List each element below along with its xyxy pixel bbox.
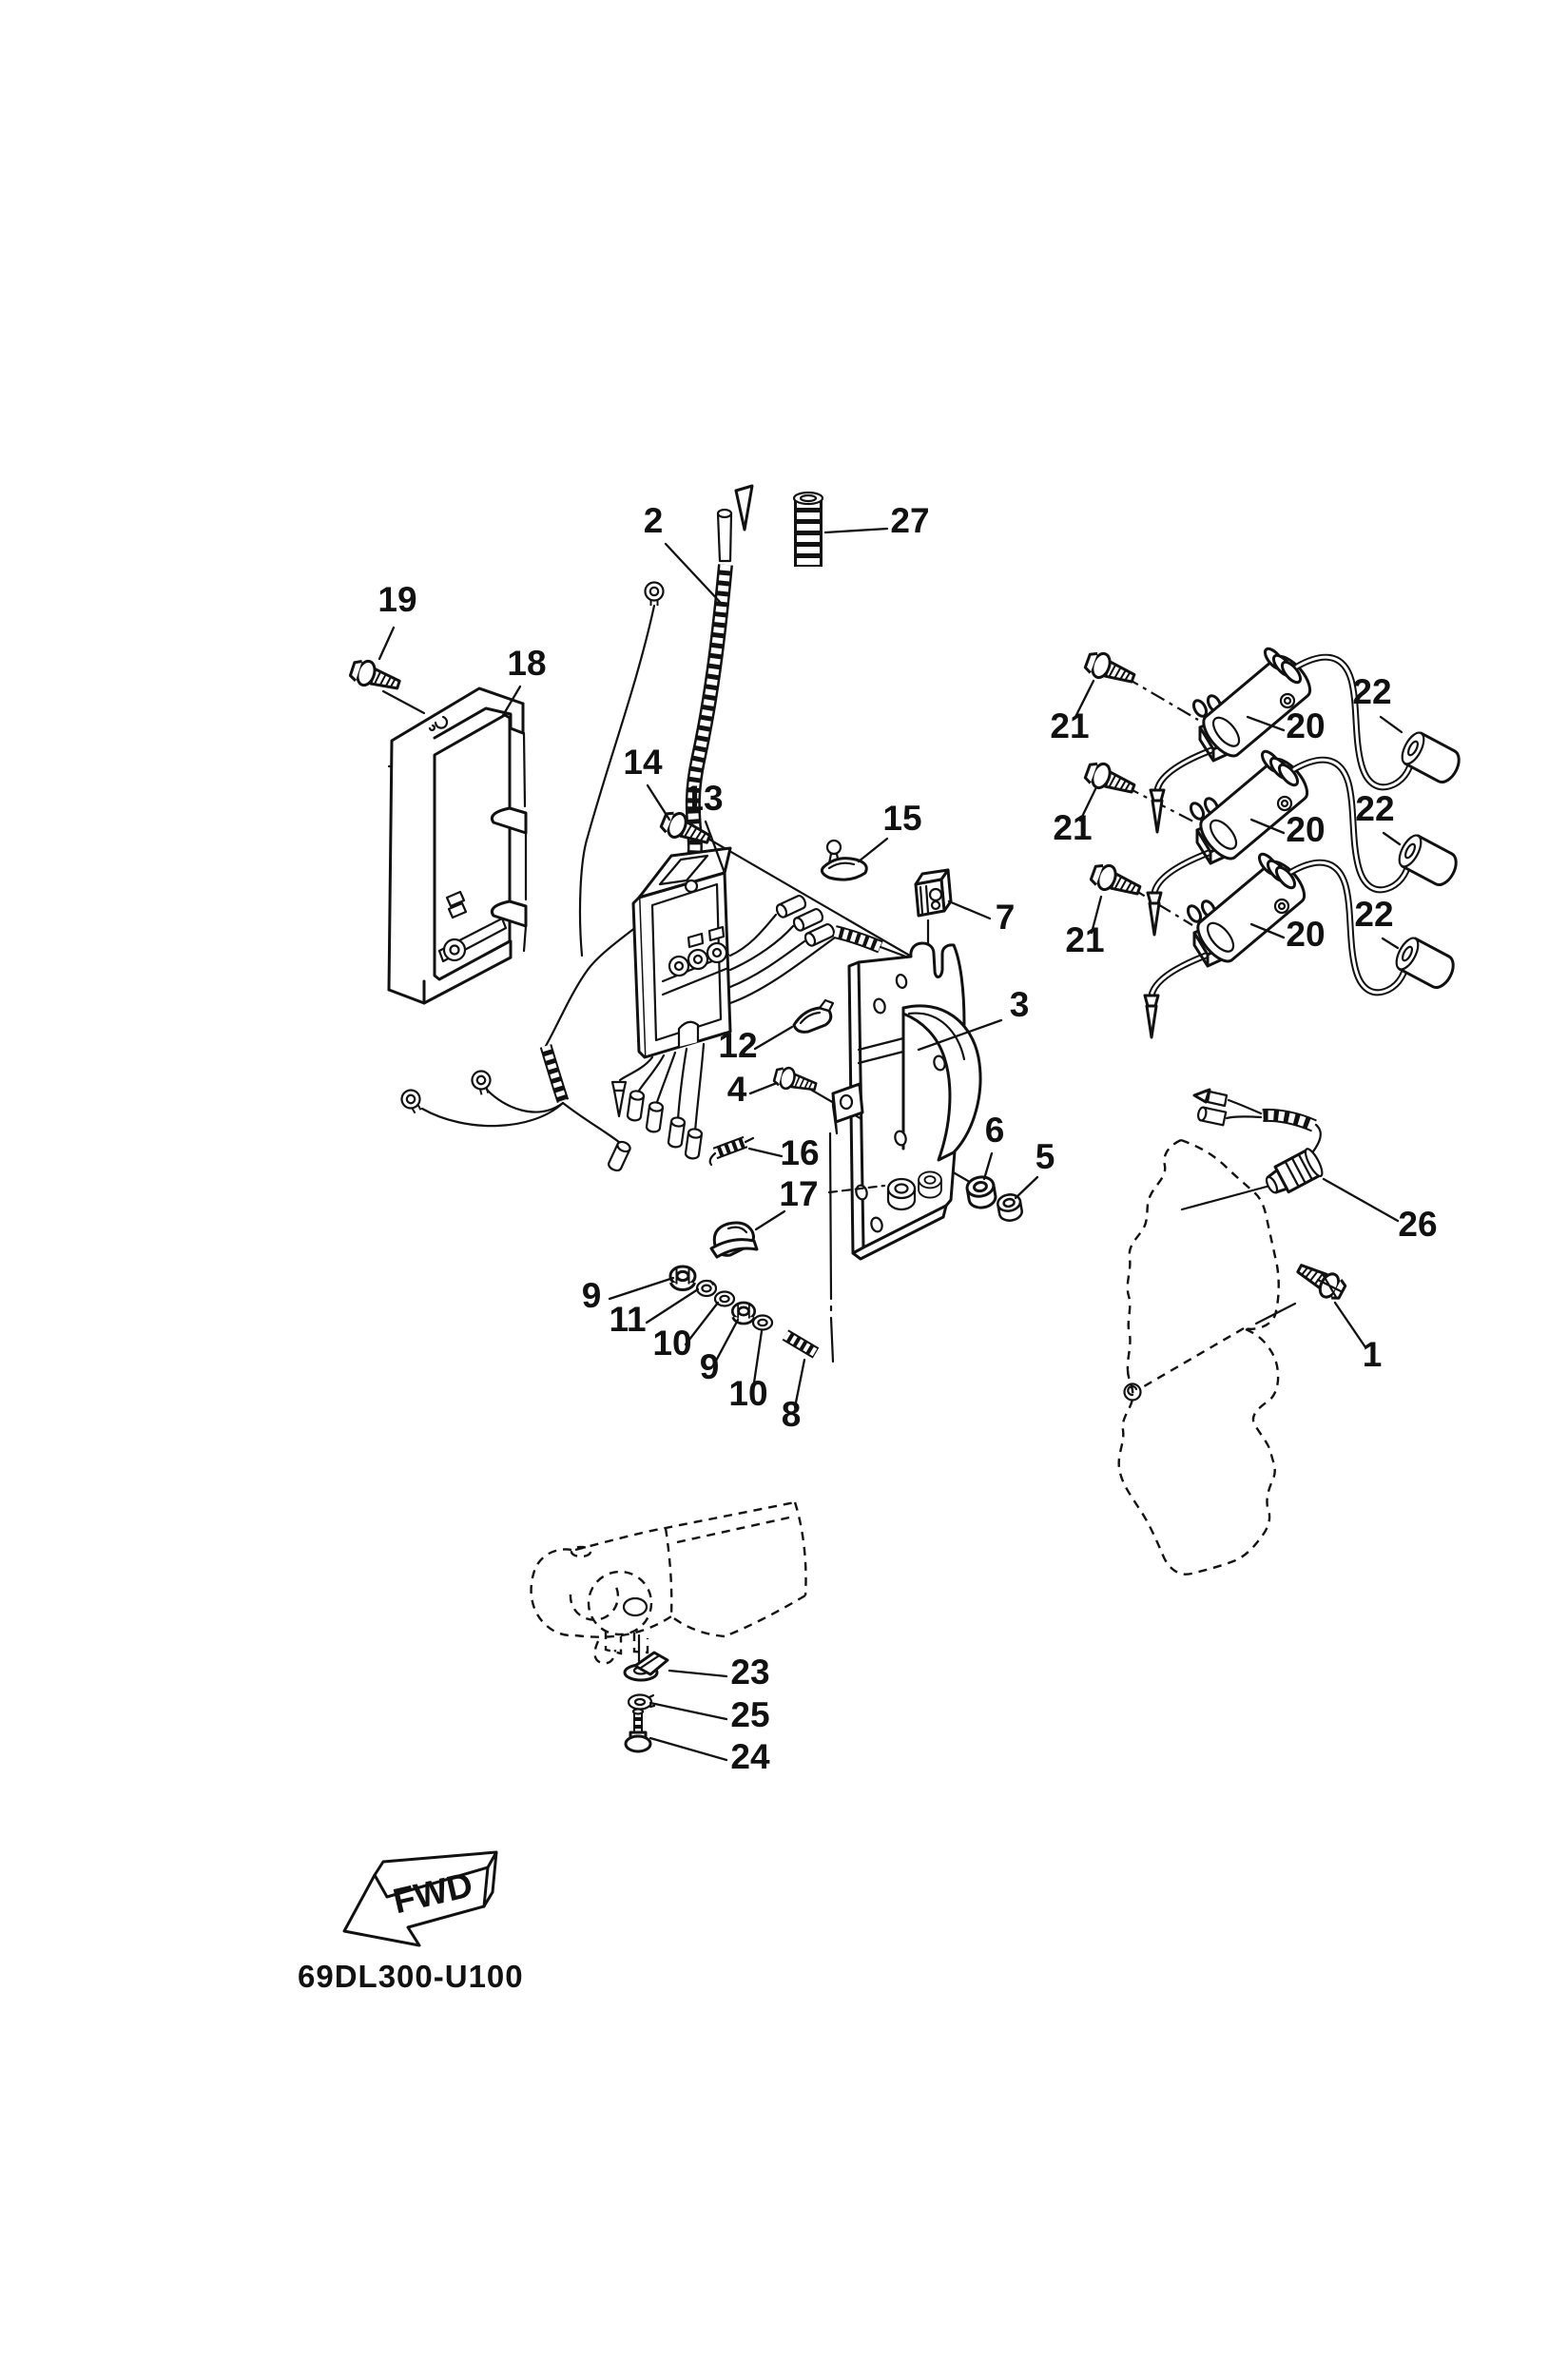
callout-7: 7 (996, 898, 1016, 937)
callout-leader-5 (1014, 1175, 1039, 1200)
callout-2: 2 (644, 501, 664, 540)
part-13-cdi-unit (610, 846, 913, 1161)
callout-22: 22 (1352, 672, 1391, 711)
callout-leader-20 (1249, 818, 1286, 835)
callout-18: 18 (507, 644, 546, 683)
callout-leader-21 (1090, 895, 1103, 935)
callout-leader-10 (684, 1301, 720, 1346)
callout-8: 8 (782, 1395, 802, 1434)
callout-leader-17 (754, 1209, 786, 1231)
part-24-bolt (624, 1708, 652, 1753)
callout-17: 17 (779, 1174, 818, 1213)
part-16-spring (708, 1135, 755, 1167)
fastener-row (668, 1265, 820, 1359)
callout-leader-22 (1379, 715, 1403, 734)
callout-16: 16 (780, 1133, 819, 1172)
callout-19: 19 (377, 580, 416, 619)
callout-5: 5 (1036, 1137, 1055, 1176)
callout-9: 9 (582, 1276, 602, 1315)
axis-lines (381, 676, 1297, 1363)
callout-6: 6 (985, 1111, 1005, 1150)
callout-leader-22 (1381, 937, 1400, 950)
part-6-grommet (963, 1173, 999, 1211)
callout-13: 13 (684, 779, 723, 818)
callout-1: 1 (1363, 1335, 1383, 1374)
callout-11: 11 (609, 1300, 646, 1339)
callout-20: 20 (1286, 915, 1325, 954)
callout-21: 21 (1065, 920, 1104, 959)
callout-leader-4 (748, 1081, 779, 1095)
callout-leader-9 (713, 1318, 740, 1364)
callout-21: 21 (1050, 706, 1089, 745)
callout-25: 25 (730, 1695, 769, 1734)
callout-20: 20 (1286, 706, 1325, 745)
callout-24: 24 (730, 1737, 770, 1776)
callout-leader-13 (704, 820, 726, 875)
callout-9: 9 (700, 1347, 720, 1386)
callout-10: 10 (652, 1324, 691, 1363)
part-18-cover-bracket (387, 686, 528, 1005)
callout-leader-24 (648, 1736, 728, 1762)
callout-3: 3 (1010, 985, 1030, 1024)
callout-22: 22 (1355, 789, 1394, 828)
part-21-bolt-3 (1087, 860, 1145, 903)
part-19-bolt (347, 655, 404, 697)
callout-23: 23 (730, 1653, 769, 1692)
callout-27: 27 (890, 501, 929, 540)
callout-leader-18 (500, 685, 522, 719)
callout-leader-22 (1382, 831, 1402, 846)
callout-leader-26 (1322, 1177, 1400, 1223)
callout-leader-27 (823, 527, 889, 534)
part-23-clamp (623, 1651, 669, 1682)
callout-leader-6 (982, 1151, 994, 1181)
part-21-bolt-2 (1081, 758, 1139, 802)
callout-leader-7 (947, 899, 992, 920)
part-15-wire-clamp (821, 839, 868, 881)
callout-leader-11 (645, 1287, 700, 1325)
callout-leader-12 (753, 1025, 794, 1051)
callout-leader-19 (377, 626, 396, 661)
callout-leader-20 (1246, 715, 1286, 732)
engine-outline-bottom (530, 1500, 807, 1665)
callout-leader-8 (793, 1358, 806, 1409)
callout-leader-1 (1333, 1301, 1367, 1349)
callout-4: 4 (727, 1070, 747, 1109)
part-4-bolt (771, 1063, 820, 1097)
callout-leader-21 (1078, 787, 1097, 822)
callout-leader-21 (1073, 679, 1095, 721)
part-1-bolt (1291, 1257, 1349, 1305)
callout-leader-23 (668, 1669, 728, 1678)
part-5-grommet (995, 1191, 1025, 1224)
drawing-code: 69DL300-U100 (298, 1959, 524, 1994)
part-12-clamp (792, 998, 835, 1034)
callout-leader-10 (751, 1329, 764, 1391)
callout-12: 12 (718, 1026, 757, 1065)
callout-15: 15 (882, 799, 921, 838)
engine-outline-right (1117, 1138, 1280, 1576)
callout-leader-3 (917, 1018, 1003, 1052)
callout-14: 14 (623, 743, 663, 782)
part-26-thermo-switch (1192, 1088, 1324, 1194)
callout-22: 22 (1354, 895, 1393, 934)
fwd-arrow: FWD (342, 1850, 498, 1947)
callout-21: 21 (1053, 808, 1092, 847)
callout-leader-9 (608, 1276, 675, 1301)
callout-leader-14 (646, 783, 671, 822)
callout-20: 20 (1286, 810, 1325, 849)
callout-leader-2 (664, 542, 722, 604)
callout-leader-25 (648, 1701, 728, 1721)
part-7-grommet-block (914, 868, 953, 918)
callout-leader-20 (1249, 922, 1286, 939)
callout-leader-16 (747, 1147, 784, 1158)
part-27-spring (792, 491, 824, 567)
callout-10: 10 (728, 1374, 767, 1413)
part-17-clamp (709, 1221, 759, 1259)
part-3-mounting-plate (827, 941, 982, 1261)
callout-26: 26 (1398, 1205, 1437, 1244)
callout-leader-15 (857, 837, 889, 863)
